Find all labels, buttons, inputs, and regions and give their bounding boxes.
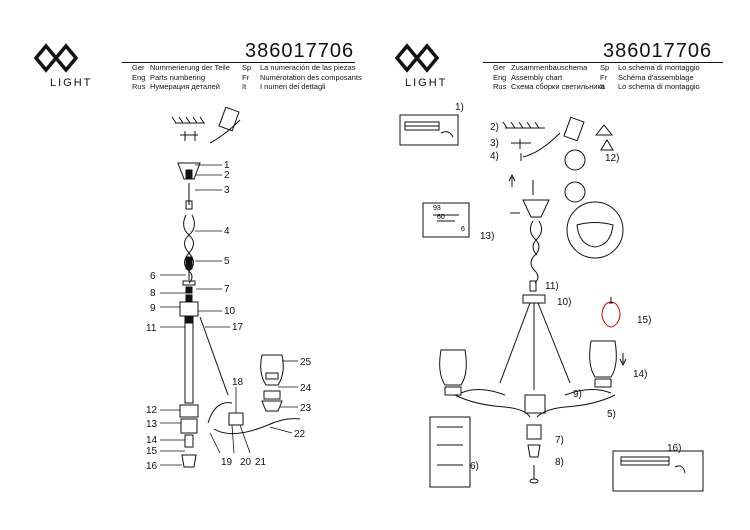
dimension-label: 6: [461, 226, 465, 233]
logo-word: LIGHT: [50, 77, 93, 89]
lang-text: Nummerierung der Teile: [150, 63, 230, 72]
assembly-drawing: 1) 2) 3) 4) 5) 6) 7) 8) 9) 10) 11) 12) 1…: [375, 95, 750, 530]
part-number: 18: [232, 377, 244, 388]
brand-logo: [393, 40, 463, 100]
header-rule: [122, 62, 355, 63]
step-label: 15): [637, 315, 651, 326]
step-label: 1): [455, 102, 464, 113]
language-list-left: Ger Nummerierung der Teile Eng Parts numbe…: [132, 63, 230, 92]
part-number: 17: [232, 322, 244, 333]
step-label: 6): [470, 461, 479, 472]
lang-code: Sp: [600, 63, 610, 72]
lang-text: Нумерация деталей: [150, 82, 220, 91]
part-number: 9: [150, 303, 156, 314]
parts-numbering-panel: LIGHT 386017706 Ger Nummerierung der Teil…: [0, 40, 375, 530]
part-number: 24: [300, 383, 312, 394]
part-number: 15: [146, 446, 158, 457]
part-number: 22: [294, 429, 306, 440]
step-label: 14): [633, 369, 647, 380]
lang-text: Numérotation des composants: [260, 72, 362, 82]
step-label: 16): [667, 443, 681, 454]
lang-code: Fr: [600, 72, 608, 82]
dimension-label: 93: [433, 205, 441, 212]
lang-code: Sp: [242, 63, 252, 72]
lang-text: Schéma d'assemblage: [618, 72, 694, 82]
step-label: 13): [480, 231, 494, 242]
language-list-right: Sp Lo schema di montaggio Fr Schéma d'asse…: [600, 63, 700, 92]
lang-code: It: [600, 82, 605, 91]
parts-drawing: 1 2 3 4 5 6 7 8 9 10 11 12 13 14 15 16 1: [0, 95, 375, 530]
product-code: 386017706: [603, 40, 713, 62]
step-label: 7): [555, 435, 564, 446]
exploded-view-illustration: 1 2 3 4 5 6 7 8 9 10 11 12 13 14 15 16 1: [146, 106, 312, 472]
part-number: 20: [240, 457, 252, 468]
step-label: 3): [490, 138, 499, 149]
assembly-illustration: 1) 2) 3) 4) 5) 6) 7) 8) 9) 10) 11) 12) 1…: [399, 102, 704, 492]
logo-diamonds-icon: [394, 43, 440, 73]
part-number: 1: [224, 160, 230, 171]
language-list-left: Ger Zusammenbauschema Eng Assembly chart R…: [493, 63, 605, 92]
part-number: 4: [224, 226, 230, 237]
lang-code: It: [242, 82, 247, 91]
lang-text: Assembly chart: [511, 72, 563, 82]
part-number: 6: [150, 271, 156, 282]
part-number: 8: [150, 288, 156, 299]
logo-word: LIGHT: [405, 77, 448, 89]
part-number: 7: [224, 284, 230, 295]
part-number: 25: [300, 357, 312, 368]
lang-text: Схема сборки светильника: [511, 82, 606, 91]
step-label: 12): [605, 153, 619, 164]
product-code: 386017706: [245, 40, 355, 62]
part-number: 3: [224, 185, 230, 196]
header-rule: [483, 62, 723, 63]
lang-text: La numeración de las piezas: [260, 63, 356, 72]
lang-text: Lo schema di montaggio: [618, 63, 700, 72]
part-number: 19: [221, 457, 233, 468]
step-label: 10): [557, 297, 571, 308]
lang-code: Ger: [493, 63, 506, 72]
part-number: 13: [146, 419, 158, 430]
step-label: 8): [555, 457, 564, 468]
step-label: 9): [573, 389, 582, 400]
part-number: 14: [146, 435, 158, 446]
part-number: 10: [224, 306, 236, 317]
lang-text: Zusammenbauschema: [511, 63, 588, 72]
part-number: 21: [255, 457, 267, 468]
lang-code: Ger: [132, 63, 145, 72]
assembly-chart-panel: LIGHT 386017706 Ger Zusammenbauschema Eng…: [375, 0, 750, 530]
lang-text: Lo schema di montaggio: [618, 82, 700, 91]
step-label: 5): [607, 409, 616, 420]
lang-code: Rus: [132, 82, 146, 91]
part-number: 16: [146, 461, 158, 472]
part-number: 11: [146, 323, 157, 334]
brand-logo: [32, 40, 102, 100]
step-label: 2): [490, 122, 499, 133]
step-label: 11): [545, 281, 559, 292]
logo-diamonds-icon: [33, 43, 79, 73]
lang-code: Fr: [242, 72, 250, 82]
part-number: 23: [300, 403, 312, 414]
step-label: 4): [490, 151, 499, 162]
part-number: 5: [224, 256, 230, 267]
lang-text: Parts numbering: [150, 72, 206, 82]
dimension-label: 60: [437, 214, 445, 221]
lang-code: Rus: [493, 82, 507, 91]
lang-code: Eng: [132, 72, 146, 82]
part-number: 12: [146, 405, 158, 416]
part-number: 2: [224, 170, 230, 181]
lang-code: Eng: [493, 72, 507, 82]
language-list-right: Sp La numeración de las piezas Fr Numérota…: [242, 63, 362, 92]
lang-text: I numeri dei dettagli: [260, 82, 326, 91]
